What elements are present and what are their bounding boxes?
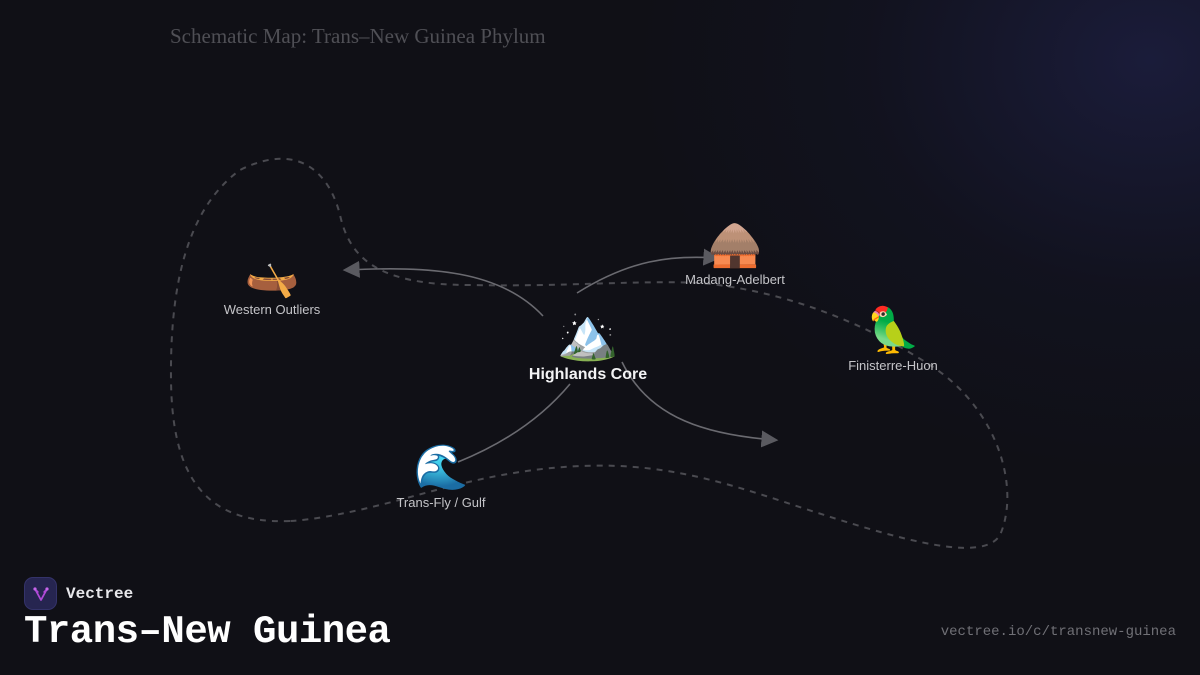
node-finisterre-huon[interactable]: 🦜 Finisterre-Huon <box>848 305 938 374</box>
node-western-outliers[interactable]: 🛶 Western Outliers <box>223 249 321 318</box>
node-label: Western Outliers <box>223 302 321 317</box>
vectree-logo-icon <box>24 577 57 610</box>
node-label: Finisterre-Huon <box>848 358 938 373</box>
hut-icon: 🛖 <box>707 219 763 270</box>
parrot-icon: 🦜 <box>865 305 921 356</box>
mountain-icon: 🏔️ <box>556 305 620 363</box>
node-madang-adelbert[interactable]: 🛖 Madang-Adelbert <box>685 219 785 288</box>
edge-core-to-transfly <box>457 383 571 463</box>
diagram-title: Schematic Map: Trans–New Guinea Phylum <box>170 24 546 48</box>
edge-core-to-western <box>342 260 544 317</box>
edge-core-to-finisterre <box>621 361 779 448</box>
page-title: Trans–New Guinea <box>24 610 391 654</box>
node-highlands-core[interactable]: 🏔️ Highlands Core <box>529 306 647 384</box>
node-label: Highlands Core <box>528 366 648 383</box>
source-url[interactable]: vectree.io/c/transnew-guinea <box>940 624 1176 640</box>
region-outline <box>169 157 1009 549</box>
canoe-icon: 🛶 <box>244 249 300 300</box>
brand-name: Vectree <box>66 584 134 603</box>
node-label: Madang-Adelbert <box>685 272 785 287</box>
node-trans-fly-gulf[interactable]: 🌊 Trans-Fly / Gulf <box>396 442 486 511</box>
wave-icon: 🌊 <box>413 442 469 493</box>
edge-core-to-madang <box>576 248 721 294</box>
node-label: Trans-Fly / Gulf <box>396 495 486 510</box>
brand: Vectree <box>24 577 133 610</box>
